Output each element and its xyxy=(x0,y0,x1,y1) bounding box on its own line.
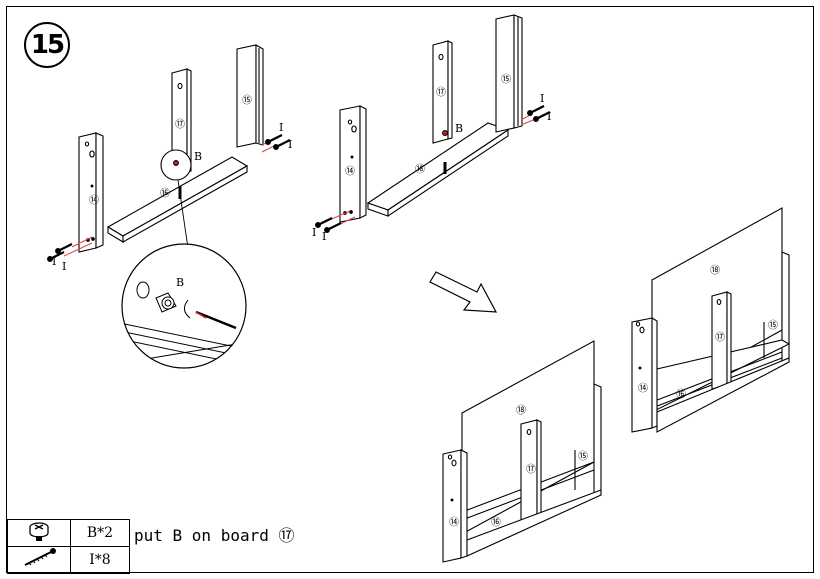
detail-callout xyxy=(121,243,247,369)
label-i-4: I xyxy=(288,138,292,151)
screw-icon xyxy=(7,546,71,574)
label-b-large: B xyxy=(176,276,184,289)
label-b-small: B xyxy=(194,150,202,163)
label-i-1: I xyxy=(52,255,56,268)
label-14-middle: ⑭ xyxy=(345,166,355,178)
label-14-bottom: ⑭ xyxy=(449,517,459,529)
label-i-5: I xyxy=(312,226,316,239)
label-16-left: ⑯ xyxy=(160,188,170,200)
assembled-right xyxy=(631,207,791,433)
label-16-right: ⑯ xyxy=(676,389,686,401)
cam-lock-qty: B*2 xyxy=(70,519,130,547)
assembled-bottom xyxy=(442,340,602,563)
label-i-3: I xyxy=(279,121,283,134)
direction-arrow xyxy=(429,271,498,313)
label-14-right: ⑭ xyxy=(638,383,648,395)
drawing-frame xyxy=(6,6,814,573)
middle-assembly xyxy=(314,14,552,234)
screws-middle-14 xyxy=(314,210,356,234)
parts-table: B*2 I*8 xyxy=(7,519,130,574)
label-b-middle: B xyxy=(455,122,463,135)
label-18-bottom: ⑱ xyxy=(516,405,526,417)
screw-qty: I*8 xyxy=(70,546,130,574)
panel-14-right xyxy=(631,317,653,433)
label-i-2: I xyxy=(62,260,66,273)
step-number: 15 xyxy=(24,22,70,68)
board-16-middle xyxy=(366,122,510,218)
label-i-6: I xyxy=(322,230,326,243)
board-16-left xyxy=(106,156,249,243)
label-15-left: ⑮ xyxy=(242,95,252,107)
label-15-right: ⑮ xyxy=(768,320,778,332)
label-17-right: ⑰ xyxy=(715,332,725,344)
label-16-bottom: ⑯ xyxy=(491,517,501,529)
label-14-left: ⑭ xyxy=(89,195,99,207)
cam-lock-icon xyxy=(7,519,71,547)
instruction-prefix: put B on board xyxy=(134,526,269,545)
parts-row-screw: I*8 xyxy=(7,546,130,574)
screws-left-14 xyxy=(46,236,93,263)
screws-middle-15 xyxy=(520,104,552,126)
screws-left-15 xyxy=(261,133,292,153)
label-17-bottom: ⑰ xyxy=(526,464,536,476)
panel-15-middle xyxy=(495,14,523,133)
instruction-text: put B on board ⑰ xyxy=(134,522,295,546)
label-15-middle: ⑮ xyxy=(501,74,511,86)
label-17-middle: ⑰ xyxy=(436,87,446,99)
left-assembly xyxy=(46,44,292,263)
panel-14-left xyxy=(78,132,104,253)
panel-14-middle xyxy=(339,105,367,223)
parts-row-cam-lock: B*2 xyxy=(7,519,130,547)
label-15-bottom: ⑮ xyxy=(578,451,588,463)
label-18-right: ⑱ xyxy=(710,265,720,277)
label-i-7: I xyxy=(540,92,544,105)
label-17-left: ⑰ xyxy=(175,119,185,131)
label-16-middle: ⑯ xyxy=(415,164,425,176)
panel-14-bottom xyxy=(442,449,462,563)
instruction-board: ⑰ xyxy=(278,526,295,545)
label-i-8: I xyxy=(547,110,551,123)
panel-15-left xyxy=(236,44,264,148)
panel-17-middle xyxy=(432,40,453,144)
